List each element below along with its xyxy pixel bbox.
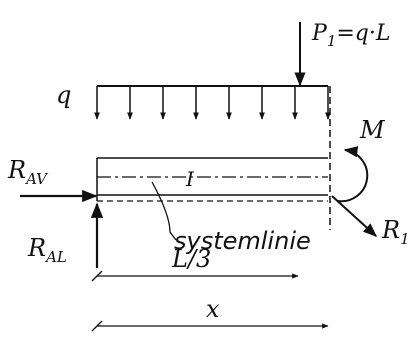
ral-label: RAL [27,234,67,266]
dimension-x: x [91,295,329,332]
load-arrows [94,86,331,120]
dimension-l3: L/3 [91,245,299,282]
reaction-r1: R1 [331,195,410,248]
distributed-load-q: q [56,81,331,120]
m-label: M [359,116,386,144]
beam: I [96,157,328,202]
systemlinie-leader [151,181,177,241]
reaction-ral: RAL [27,202,104,268]
x-tick [91,320,103,332]
moment-arc [337,146,369,203]
l3-label: L/3 [171,245,211,273]
reaction-rav: RAV [7,156,98,203]
x-label: x [206,295,220,323]
moment-m: M [337,116,386,203]
p1-label: P1=q·L [311,21,390,50]
systemlinie-callout: systemlinie [151,181,311,255]
r1-label: R1 [381,216,410,248]
point-load-p1: P1=q·L [294,21,390,87]
section-symbol: I [185,167,195,191]
r1-arrow [331,195,378,237]
rav-label: RAV [7,156,49,188]
systemlinie-label: systemlinie [174,227,311,255]
l3-tick [91,270,103,282]
q-label: q [56,81,71,109]
